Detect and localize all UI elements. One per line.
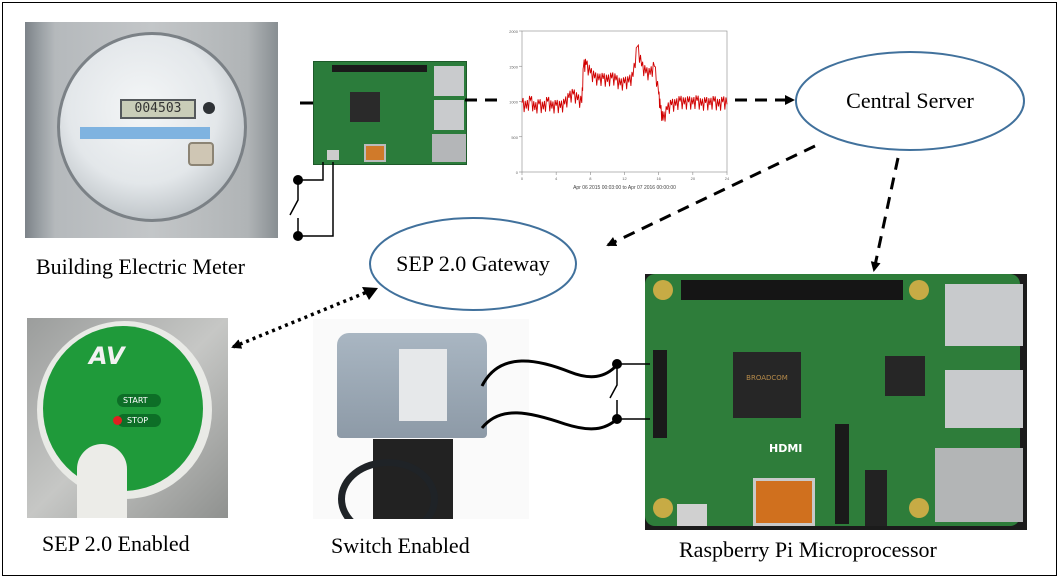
y-tick-label: 0 bbox=[516, 170, 519, 175]
raspberry-pi-label: Raspberry Pi Microprocessor bbox=[679, 537, 937, 562]
gateway-label: SEP 2.0 Gateway bbox=[396, 251, 550, 276]
charger-handle bbox=[77, 444, 127, 518]
gpio-header bbox=[332, 65, 427, 72]
sep-device-photo: AV START STOP bbox=[27, 318, 228, 518]
x-tick-label: 24 bbox=[725, 176, 730, 181]
stop-button: STOP bbox=[117, 414, 161, 427]
soc-chip bbox=[350, 92, 380, 122]
raspberry-pi-large-photo: BROADCOM HDMI bbox=[645, 274, 1027, 530]
x-tick-label: 0 bbox=[521, 176, 524, 181]
raspberry-pi-small-photo bbox=[313, 61, 467, 165]
switch-wire-top bbox=[480, 359, 619, 387]
usb-port bbox=[434, 100, 464, 130]
central-server-ellipse[interactable] bbox=[795, 51, 1025, 151]
gateway-ellipse[interactable] bbox=[369, 217, 577, 311]
stop-label: STOP bbox=[127, 416, 149, 425]
x-tick-label: 8 bbox=[589, 176, 592, 181]
arrow-server-to-gateway bbox=[606, 144, 816, 247]
meter-relay-wire bbox=[298, 162, 334, 237]
switch-device-cable bbox=[338, 459, 438, 519]
mount-hole bbox=[653, 280, 673, 300]
relay-switch-icon bbox=[289, 180, 299, 236]
x-tick-label: 12 bbox=[622, 176, 627, 181]
x-axis-label: Apr 06 2015 00:03:00 to Apr 07 2016 00:0… bbox=[573, 185, 676, 190]
mount-hole bbox=[909, 498, 929, 518]
x-tick-label: 4 bbox=[555, 176, 558, 181]
y-tick-label: 500 bbox=[511, 135, 518, 140]
switch-contact-icon bbox=[609, 364, 618, 419]
hdmi-port bbox=[753, 478, 815, 526]
arrow-gateway-sep bbox=[231, 288, 373, 349]
sep-enabled-label: SEP 2.0 Enabled bbox=[42, 531, 190, 556]
y-tick-label: 1500 bbox=[509, 64, 519, 69]
start-label: START bbox=[123, 396, 148, 405]
switch-device-label bbox=[399, 349, 447, 421]
hdmi-port bbox=[364, 144, 386, 162]
usb-port-2 bbox=[945, 370, 1023, 428]
electric-meter-photo: 004503 bbox=[25, 22, 278, 238]
usb-port bbox=[434, 66, 464, 96]
camera-connector bbox=[835, 424, 849, 524]
central-server-label: Central Server bbox=[846, 88, 974, 113]
network-chip bbox=[885, 356, 925, 396]
meter-port bbox=[188, 142, 214, 166]
start-button: START bbox=[117, 394, 161, 407]
gateway-arrowhead bbox=[362, 287, 378, 300]
arrow-server-to-pi bbox=[870, 157, 900, 272]
y-tick-label: 1000 bbox=[509, 100, 519, 105]
ethernet-port bbox=[935, 448, 1023, 522]
hdmi-label: HDMI bbox=[769, 442, 803, 455]
ethernet-port bbox=[432, 134, 466, 162]
av-logo: AV bbox=[89, 342, 125, 370]
micro-usb-port bbox=[327, 150, 339, 160]
switch-wire-bottom bbox=[480, 411, 619, 431]
soc-chip: BROADCOM bbox=[733, 352, 801, 418]
meter-label: Building Electric Meter bbox=[36, 254, 245, 279]
mount-hole bbox=[653, 498, 673, 518]
usb-port-1 bbox=[945, 284, 1023, 346]
display-connector bbox=[653, 350, 667, 438]
meter-label-stripe bbox=[80, 127, 210, 139]
stop-indicator bbox=[113, 416, 122, 425]
micro-usb-port bbox=[677, 504, 707, 526]
meter-display: 004503 bbox=[120, 99, 196, 119]
x-tick-label: 16 bbox=[656, 176, 661, 181]
meter-button bbox=[203, 102, 215, 114]
gpio-header bbox=[681, 280, 903, 300]
switch-enabled-label: Switch Enabled bbox=[331, 533, 470, 558]
audio-jack bbox=[865, 470, 887, 526]
x-tick-label: 20 bbox=[691, 176, 696, 181]
y-tick-label: 2000 bbox=[509, 29, 519, 34]
mount-hole bbox=[909, 280, 929, 300]
